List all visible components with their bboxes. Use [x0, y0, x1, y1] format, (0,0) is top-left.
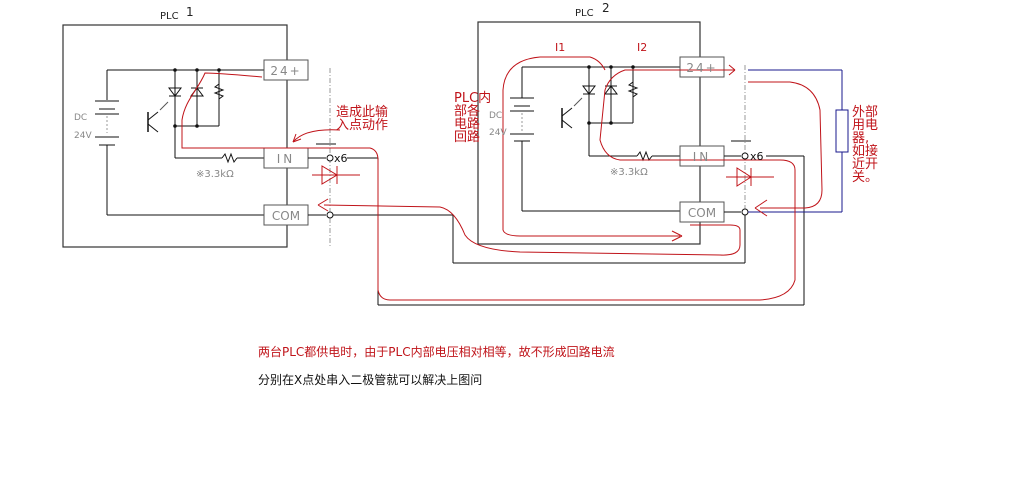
annotation-line: 用电: [852, 118, 879, 133]
plc1: [62, 24, 288, 248]
plc2-dc-label: DC: [489, 111, 502, 121]
annotation-causes-input-action: 造成此输 入点动作: [336, 106, 388, 132]
annotation-line: 回路: [454, 130, 481, 145]
plc2-com-terminal: [741, 208, 749, 216]
annotation-internal-loop: PLC内 部各 电路 回路: [454, 92, 491, 144]
annotation-external-device: 外部 用电 器, 如接 近开 关。: [852, 106, 878, 184]
plc1-title: PLC: [160, 11, 179, 22]
plc2-24v-label: 24V: [489, 128, 507, 138]
plc2-resistor-icon: [627, 81, 639, 98]
plc2-24plus-label: 24+: [686, 61, 717, 75]
plc2-battery-icon: [510, 97, 534, 142]
explanation-red-note: 两台PLC都供电时，由于PLC内部电压相对相等，故不形成回路电流: [258, 345, 615, 359]
plc1-x6-terminal: [326, 154, 334, 162]
plc2-input-resistor-icon: [636, 150, 653, 162]
annotation-line: 近开: [852, 157, 879, 172]
plc2-led-icon: [582, 85, 596, 95]
plc2-series-diode-icon: [726, 167, 774, 187]
plc2-enclosure: [477, 21, 701, 245]
plc1-com-terminal: [326, 211, 334, 219]
annotation-line: PLC内: [454, 91, 492, 106]
plc1-dc-label: DC: [74, 113, 87, 123]
plc2-com-label: COM: [688, 206, 716, 220]
current-label-i1: I1: [555, 41, 565, 54]
plc1-battery-icon: [95, 100, 119, 146]
plc2-index: 2: [602, 1, 610, 15]
plc1-x6-label: x6: [334, 152, 348, 165]
annotation-line: 如接: [852, 144, 879, 159]
explanation-black-note: 分别在X点处串入二极管就可以解决上图问: [258, 373, 483, 387]
annotation-line: 器,: [852, 131, 870, 146]
plc1-24v-label: 24V: [74, 131, 92, 141]
plc2-in-label: IN: [693, 150, 712, 164]
external-device: [748, 69, 849, 213]
plc1-series-diode-icon: [312, 165, 360, 185]
current-paths: [181, 56, 823, 301]
plc1-in-label: IN: [277, 152, 296, 166]
annotation-line: 电路: [454, 117, 481, 132]
plc2-x6-label: x6: [750, 150, 764, 163]
plc1-terminal-24plus: [263, 59, 309, 81]
annotation-line: 外部: [852, 105, 879, 120]
path-i1: [540, 56, 606, 71]
arrow-to-in: [292, 129, 341, 143]
plc2-terminal-24plus: [679, 56, 725, 78]
path-plc1-to-plc2: [181, 69, 796, 301]
path-internal-loop: [502, 56, 680, 237]
plc2-resistor-label: ※3.3kΩ: [610, 167, 648, 178]
annotation-line: 关。: [852, 170, 879, 185]
annotation-line: 造成此输: [336, 105, 389, 120]
external-load-icon: [835, 109, 849, 153]
annotation-line: 入点动作: [336, 118, 389, 133]
plc2-title: PLC: [575, 8, 594, 19]
plc1-index: 1: [186, 5, 194, 19]
plc1-led-icon: [168, 87, 182, 97]
plc2-phototransistor-icon: [561, 97, 583, 129]
plc2-x6-terminal: [741, 152, 749, 160]
plc1-resistor-label: ※3.3kΩ: [196, 169, 234, 180]
plc1-com-label: COM: [272, 209, 300, 223]
plc1-24plus-label: 24+: [270, 64, 301, 78]
plc2: [477, 21, 701, 245]
plc1-input-resistor-icon: [221, 152, 238, 164]
annotation-line: 部各: [454, 104, 481, 119]
plc1-resistor-icon: [213, 83, 225, 100]
path-external-device: [748, 81, 823, 209]
plc1-enclosure: [62, 24, 288, 248]
path-com-return: [323, 204, 741, 256]
current-label-i2: I2: [637, 41, 647, 54]
plc1-phototransistor-icon: [147, 101, 169, 133]
